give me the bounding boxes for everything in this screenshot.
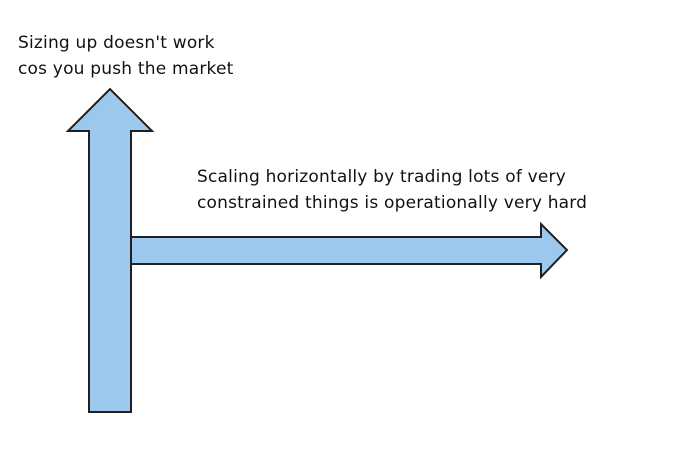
vertical-arrow-annotation: Sizing up doesn't work cos you push the …	[18, 30, 233, 82]
vertical-up-arrow	[65, 87, 155, 413]
horizontal-annotation-line-1: Scaling horizontally by trading lots of …	[197, 167, 566, 187]
horizontal-right-arrow	[130, 221, 569, 280]
vertical-annotation-line-1: Sizing up doesn't work	[18, 33, 215, 53]
horizontal-annotation-line-2: constrained things is operationally very…	[197, 193, 588, 213]
horizontal-arrow-annotation: Scaling horizontally by trading lots of …	[197, 164, 587, 216]
vertical-annotation-line-2: cos you push the market	[18, 59, 234, 79]
